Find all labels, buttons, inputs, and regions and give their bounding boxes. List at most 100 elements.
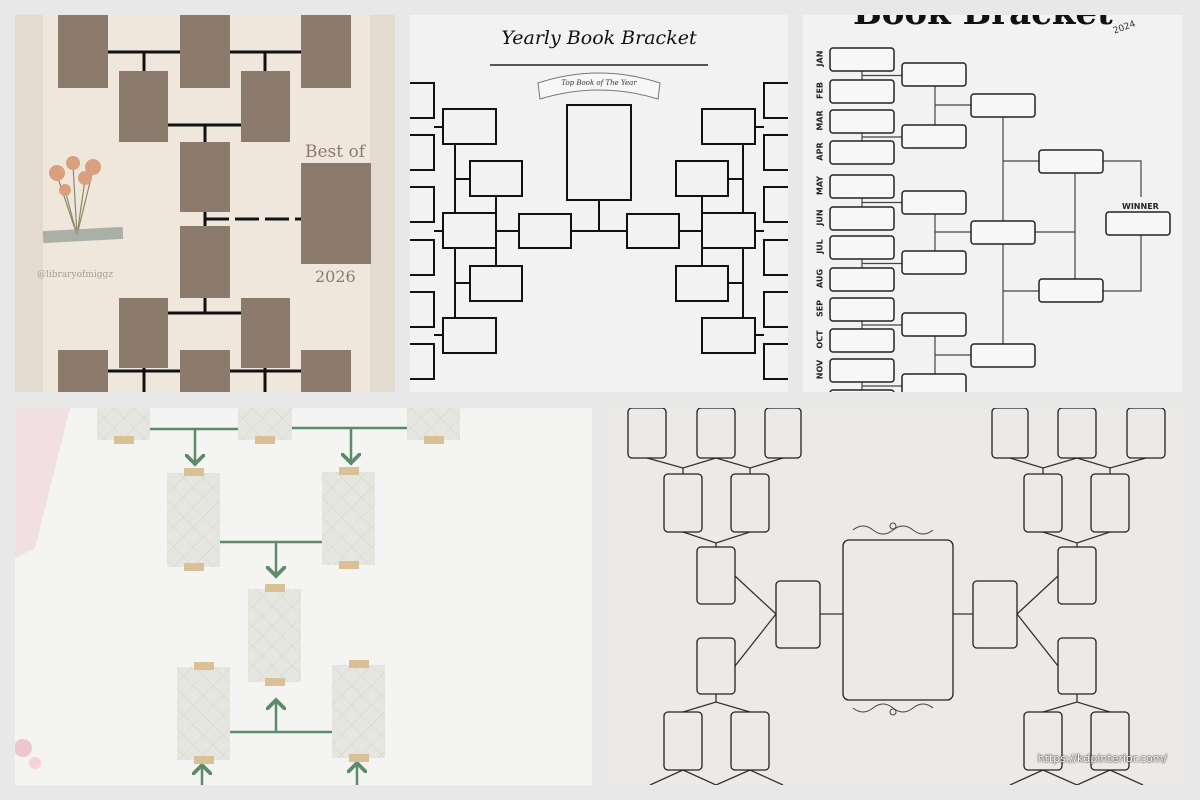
book-slot (1038, 149, 1104, 174)
month-label: APR (815, 142, 825, 161)
connector-line (1042, 531, 1111, 544)
book-slot (238, 408, 292, 440)
book-slot (829, 267, 895, 292)
newspaper-strip-left (15, 15, 43, 392)
connector-line (734, 613, 777, 667)
book-slot (764, 408, 802, 459)
book-slot (241, 298, 290, 368)
canva-bracket-drawing (15, 408, 460, 785)
year-label: 2026 (315, 267, 356, 286)
book-slot (701, 108, 756, 145)
book-slot (180, 350, 230, 392)
monthly-bracket-drawing (829, 47, 1171, 392)
connector-line (1103, 160, 1142, 197)
book-slot (675, 160, 729, 197)
book-slot (901, 190, 967, 215)
book-slot (1057, 408, 1097, 459)
book-slot-winner (301, 163, 371, 264)
book-slot (180, 142, 230, 212)
best-of-bracket-drawing (15, 15, 395, 392)
canva-bracket-panel (15, 408, 592, 785)
book-slot (97, 408, 150, 440)
book-slot (469, 160, 523, 197)
book-slot (775, 580, 821, 649)
connector-line (715, 769, 751, 785)
book-slot (696, 408, 736, 459)
connector-line (715, 457, 784, 469)
book-slot (763, 134, 788, 171)
connector-line (1109, 769, 1144, 785)
book-slot (901, 62, 967, 87)
printable-bracket-panel: https://kdpinterior.com/ (608, 408, 1185, 785)
book-slot (901, 250, 967, 275)
book-slots (627, 408, 1166, 771)
book-slot (469, 265, 523, 302)
connector-line (1016, 613, 1059, 667)
connector-line (1009, 769, 1044, 785)
book-slot (1023, 473, 1063, 533)
printable-bracket-drawing (627, 408, 1166, 785)
tape-strip (184, 468, 204, 476)
tape-strip (339, 467, 359, 475)
winner-label: WINNER (1122, 202, 1159, 211)
top-book-slot (842, 539, 954, 701)
book-slot (410, 82, 435, 119)
month-label: MAY (815, 175, 825, 196)
book-slot (829, 235, 895, 260)
banner-text: Top Book of The Year (561, 79, 637, 87)
book-slot (763, 343, 788, 380)
book-slot (442, 108, 497, 145)
book-slot (442, 317, 497, 354)
yearly-book-bracket-panel: Yearly Book Bracket Top Book of The Year (410, 15, 788, 392)
book-slot (970, 220, 1036, 245)
book-slot (970, 343, 1036, 368)
book-slot (301, 350, 351, 392)
connector-line (1042, 701, 1111, 713)
book-slot (1090, 711, 1130, 771)
book-slot (701, 317, 756, 354)
tape-strip (424, 436, 444, 444)
book-slots (410, 82, 788, 380)
ornament-flourish-icon (852, 522, 934, 716)
tape-strip (339, 561, 359, 569)
tape-strip (194, 662, 214, 670)
book-slot (410, 239, 435, 276)
monthly-book-bracket-panel: Book Bracket 2024 JANFEBMARAPRMAYJUNJULA… (803, 15, 1182, 392)
book-slot (177, 667, 230, 760)
book-slot (180, 15, 230, 88)
book-slot (763, 186, 788, 223)
book-slot (663, 711, 703, 771)
month-label: AUG (815, 269, 825, 289)
book-slot (167, 473, 220, 567)
tape-strip (184, 563, 204, 571)
book-slot (241, 71, 290, 142)
connector-line (682, 769, 717, 785)
month-label: JUN (815, 209, 825, 226)
book-slot (1038, 278, 1104, 303)
connector-line (734, 575, 777, 615)
book-slot (322, 472, 375, 565)
pink-paint-blotch (15, 408, 70, 558)
book-slot (763, 82, 788, 119)
month-label: JAN (815, 50, 825, 67)
book-slot (410, 343, 435, 380)
month-label: NOV (815, 359, 825, 380)
book-slot (829, 174, 895, 199)
book-slot (829, 109, 895, 134)
book-slot (901, 373, 967, 392)
connector-line (682, 701, 751, 713)
book-slot (730, 473, 770, 533)
newspaper-strip-right (370, 15, 395, 392)
instagram-handle: @libraryofmiggz (37, 270, 113, 280)
book-slot (518, 213, 572, 249)
book-slot (829, 358, 895, 383)
tape-strip (265, 584, 285, 592)
yearly-bracket-drawing (410, 64, 788, 380)
connector-line (1076, 769, 1111, 785)
top-book-slot (566, 104, 632, 201)
banner-ribbon-icon (537, 72, 661, 100)
book-slot (829, 328, 895, 353)
cherry-blossom-icon (15, 739, 41, 769)
month-label: SEP (815, 299, 825, 318)
book-slot (991, 408, 1029, 459)
